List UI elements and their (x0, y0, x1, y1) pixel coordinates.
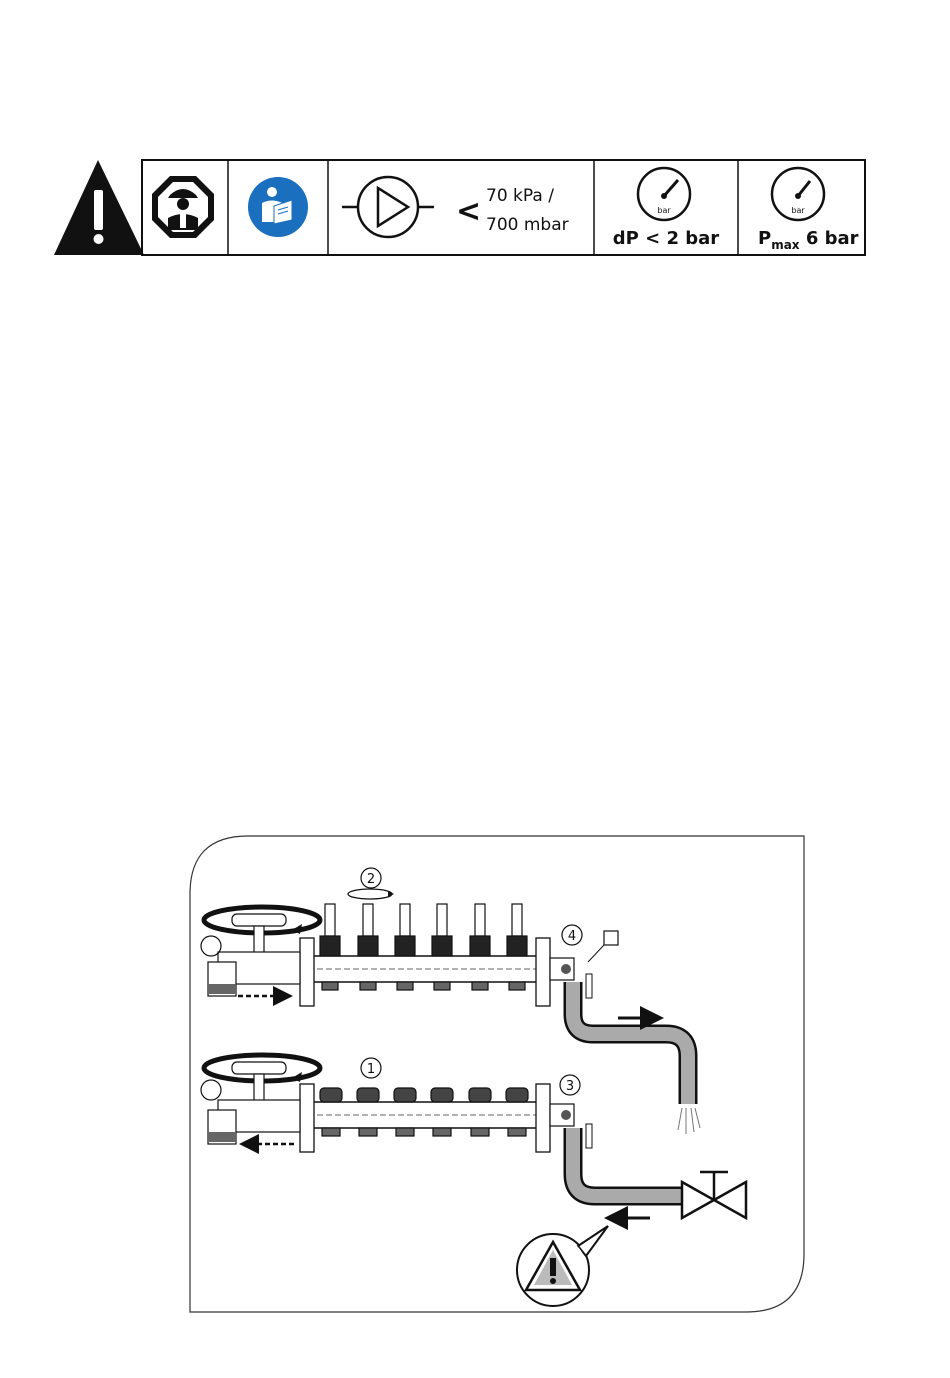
callout-1: 1 (361, 1058, 381, 1078)
callout-3: 3 (560, 1075, 580, 1095)
manifold-diagram-svg: 1 2 3 4 (188, 834, 808, 1316)
checkbox-marker (604, 931, 618, 945)
pmax-prefix: P (758, 228, 771, 249)
pmax-value: 6 bar (800, 228, 859, 249)
callout-1-text: 1 (367, 1062, 375, 1077)
warning-triangle-icon (54, 160, 144, 255)
safety-strip-svg: < 70 kPa / 700 mbar bar dP < 2 bar bar P… (52, 158, 867, 258)
tap-valve-icon (682, 1172, 746, 1218)
callout-3-text: 3 (566, 1079, 574, 1094)
safety-symbol-strip: < 70 kPa / 700 mbar bar dP < 2 bar bar P… (52, 158, 867, 258)
gauge-unit-label-2: bar (791, 206, 805, 215)
gauge-unit-label: bar (657, 206, 671, 215)
pmax-subscript: max (771, 238, 800, 252)
pump-pressure-mbar: 700 mbar (486, 215, 569, 235)
callout-2-text: 2 (367, 872, 375, 887)
water-outflow-icon (678, 1108, 700, 1134)
warning-icon (517, 1226, 608, 1306)
callout-empty (201, 936, 221, 956)
dp-label: dP < 2 bar (613, 228, 720, 249)
manifold-flushing-diagram: 1 2 3 4 (188, 834, 808, 1316)
callout-4-text: 4 (568, 929, 576, 944)
callout-4: 4 (562, 925, 582, 945)
read-manual-icon (248, 177, 308, 237)
pmax-label: Pmax 6 bar (758, 228, 859, 252)
rotation-arrow-icon (348, 889, 394, 899)
installer-icon (152, 176, 214, 238)
callout-empty (201, 1080, 221, 1100)
leader-line (588, 945, 604, 962)
pressure-less-than-symbol: < (456, 194, 481, 229)
pump-icon (342, 177, 434, 237)
pump-pressure-kpa: 70 kPa / (486, 186, 554, 206)
callout-2: 2 (361, 868, 381, 888)
